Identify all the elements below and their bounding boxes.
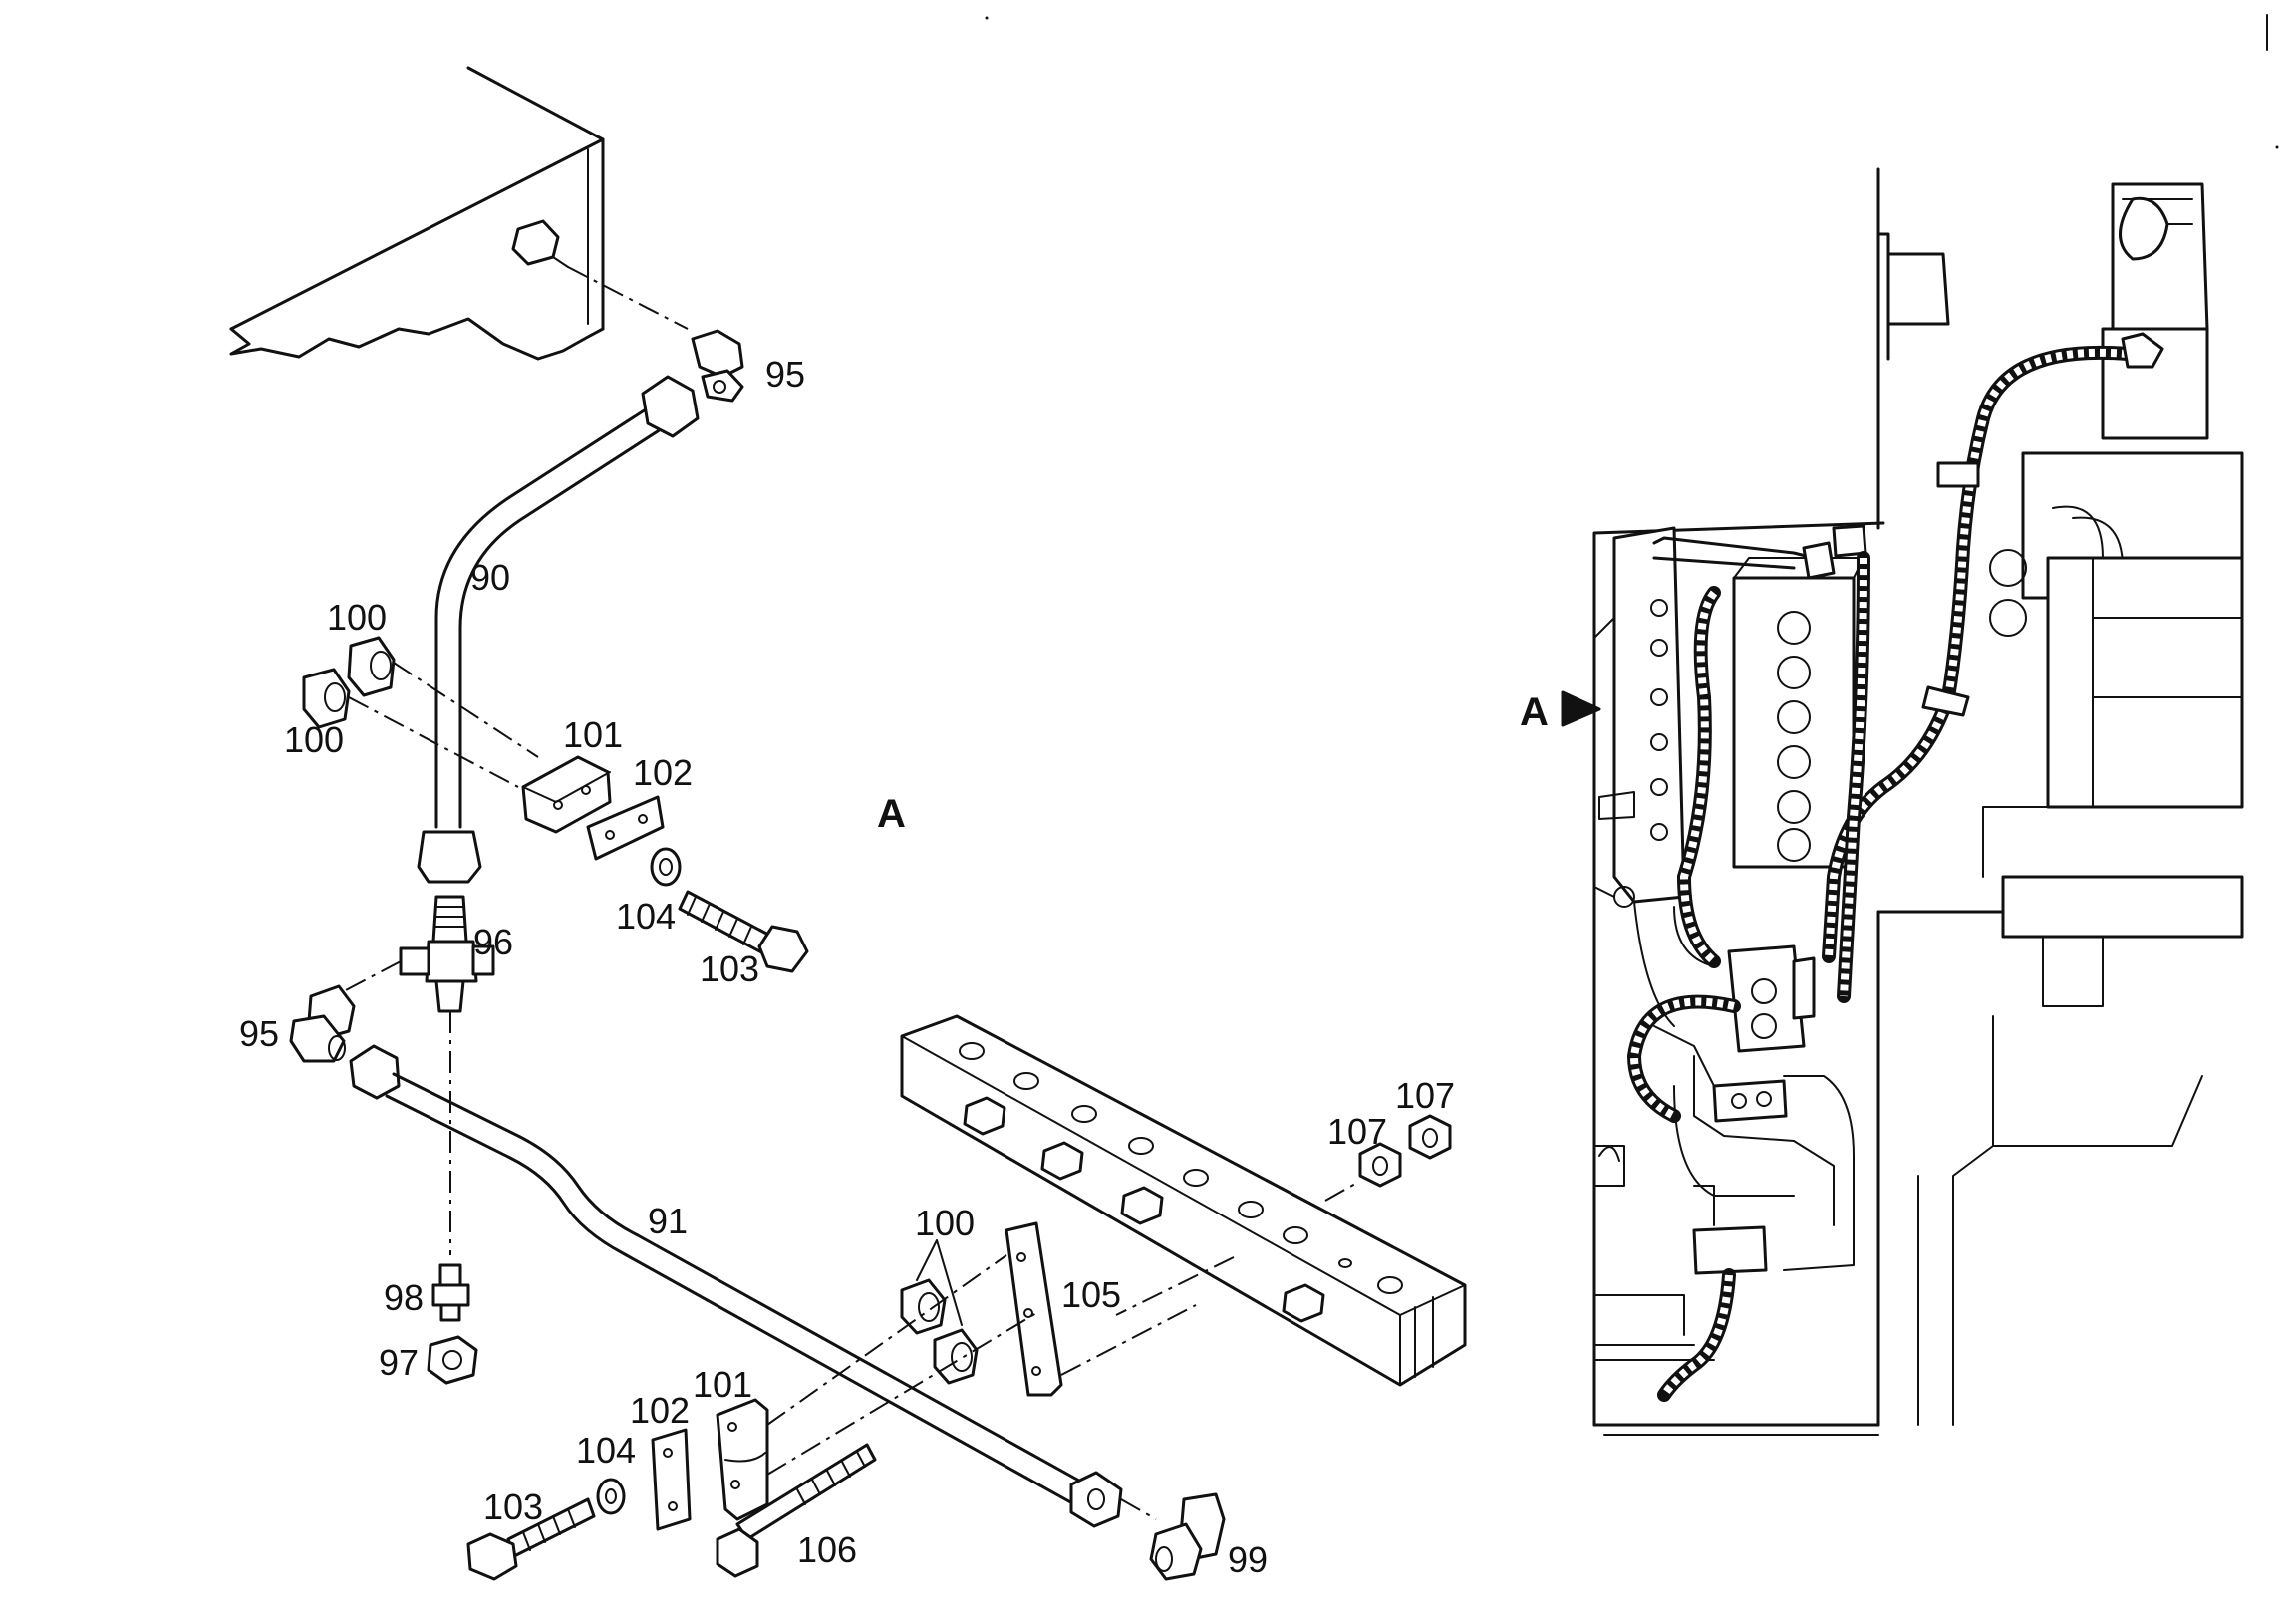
callout-102-top: 102 (633, 752, 693, 793)
callout-101-top: 101 (563, 714, 623, 755)
callout-104-bottom: 104 (576, 1430, 636, 1471)
elbow-fitting-99 (1149, 1492, 1226, 1581)
callout-102-bottom: 102 (630, 1390, 690, 1431)
callout-103-top: 103 (700, 948, 759, 989)
callout-100-bottom: 100 (915, 1203, 975, 1243)
callout-107-b: 107 (1395, 1075, 1455, 1116)
callout-103-bottom: 103 (483, 1486, 543, 1527)
view-arrow-icon (1561, 690, 1601, 727)
callout-107-a: 107 (1327, 1111, 1387, 1152)
clamp-assembly-bottom (466, 1254, 1197, 1581)
callout-97: 97 (379, 1342, 419, 1383)
pipe-91 (349, 1044, 1157, 1528)
elbow-fitting-95-left (289, 984, 356, 1063)
callout-90: 90 (470, 557, 510, 598)
callout-95-left: 95 (239, 1013, 279, 1054)
rail-bolt-heads (963, 1096, 1325, 1323)
margin-marks (985, 14, 2279, 149)
callout-95-top: 95 (765, 354, 805, 395)
callout-96: 96 (473, 922, 513, 962)
callout-labels: A A 95 90 100 100 101 102 104 103 96 95 … (239, 354, 1549, 1580)
fuel-rail-bolts (1650, 599, 1668, 841)
elbow-fitting-95-top (691, 329, 744, 403)
clamp-assembly-top (521, 755, 809, 973)
rail-holes (959, 1042, 1403, 1294)
nuts-107 (1358, 1114, 1452, 1188)
callout-100-b: 100 (284, 719, 344, 760)
bushings-100-top (302, 636, 539, 788)
plate-105 (1004, 1221, 1063, 1397)
tee-fitting-96 (343, 895, 495, 1255)
injector-circles (1777, 611, 1811, 862)
callout-98: 98 (384, 1277, 424, 1318)
housing-block (229, 66, 689, 361)
view-arrow-label: A (1520, 690, 1549, 734)
manifold-rail (900, 1014, 1467, 1387)
bushings-100-bottom (900, 1239, 979, 1385)
bolt-106 (716, 1443, 877, 1578)
callout-100-a: 100 (327, 597, 387, 638)
callout-106: 106 (797, 1529, 857, 1570)
engine-overview (1561, 167, 2244, 1436)
callout-91: 91 (648, 1201, 688, 1241)
fittings-98-97 (427, 1263, 478, 1385)
pipe-90 (417, 375, 700, 884)
callout-104-top: 104 (616, 896, 676, 937)
callout-99: 99 (1228, 1539, 1268, 1580)
callout-101-bottom: 101 (693, 1364, 752, 1405)
view-label: A (877, 792, 906, 836)
callout-105: 105 (1061, 1274, 1121, 1315)
